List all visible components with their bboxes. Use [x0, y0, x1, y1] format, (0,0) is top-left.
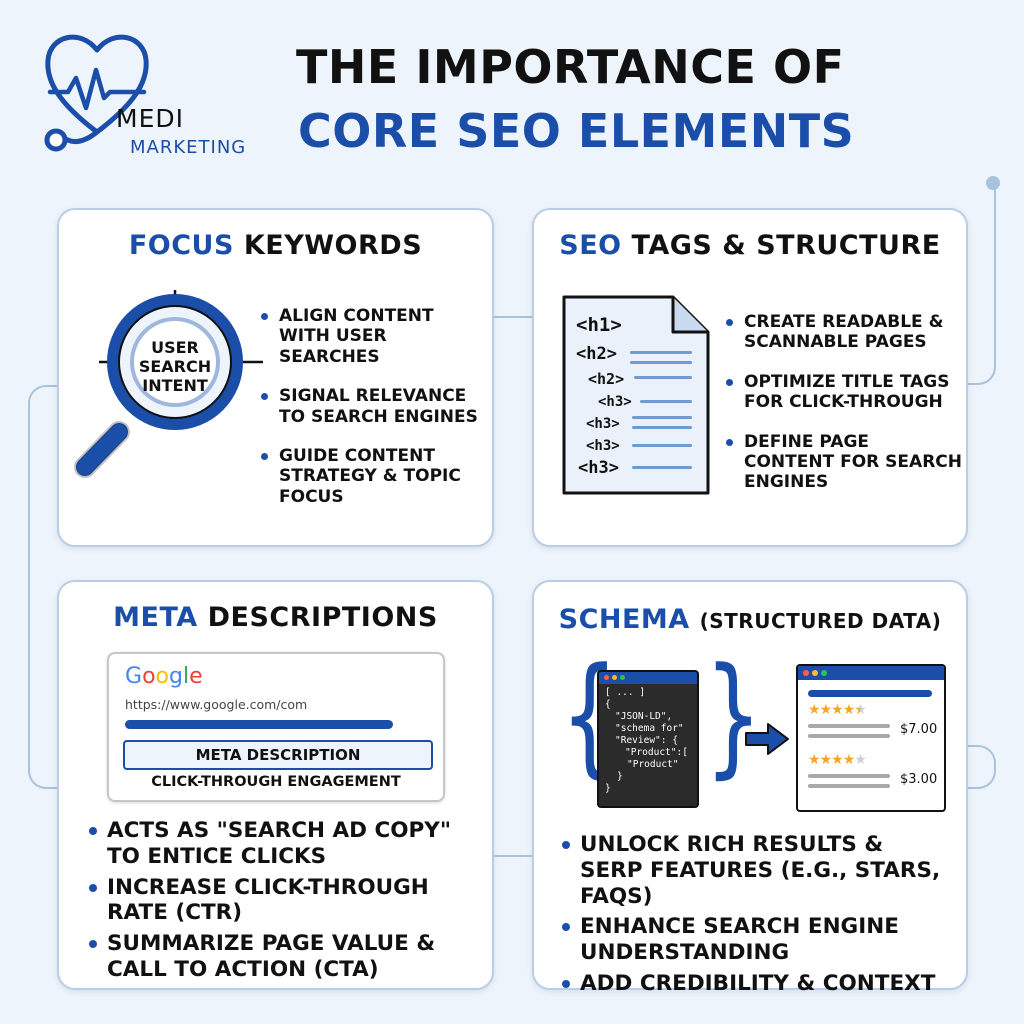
heart-stethoscope-logo-icon — [44, 34, 149, 152]
focus-bullet-list: ALIGN CONTENT WITH USER SEARCHES SIGNAL … — [259, 306, 489, 526]
star-icon: ★ — [854, 702, 867, 718]
star-icon: ★ — [819, 702, 833, 718]
window-dot-icon — [803, 670, 809, 676]
list-item: SUMMARIZE PAGE VALUE & CALL TO ACTION (C… — [87, 931, 467, 983]
window-dot-icon — [604, 675, 609, 680]
window-dot-icon — [821, 670, 827, 676]
text-line — [632, 444, 692, 447]
result-title-bar — [125, 720, 393, 729]
result-url: https://www.google.com/com — [125, 697, 308, 712]
text-line — [808, 774, 890, 778]
meta-bullet-list: ACTS AS "SEARCH AD COPY" TO ENTICE CLICK… — [87, 818, 467, 988]
brand-subname: MARKETING — [130, 137, 247, 158]
list-item: DEFINE PAGE CONTENT FOR SEARCH ENGINES — [724, 432, 964, 493]
connector-dot — [986, 176, 1000, 190]
schema-card: SCHEMA (STRUCTURED DATA) { } [ ... ] { "… — [532, 580, 968, 996]
star-icon: ★ — [808, 752, 821, 768]
window-titlebar — [798, 666, 944, 680]
list-item: ALIGN CONTENT WITH USER SEARCHES — [259, 306, 489, 367]
code-block: [ ... ] { "JSON-LD", "schema for" "Revie… — [605, 687, 688, 794]
list-item: OPTIMIZE TITLE TAGS FOR CLICK-THROUGH — [724, 372, 964, 413]
star-icon: ★ — [842, 702, 856, 718]
engagement-label: CLICK-THROUGH ENGAGEMENT — [151, 774, 401, 790]
card-title: SEO TAGS & STRUCTURE — [559, 230, 941, 261]
star-icon: ★ — [808, 702, 821, 718]
text-line — [808, 784, 890, 788]
google-logo: Google — [125, 664, 203, 689]
text-line — [640, 400, 692, 403]
card-title: META DESCRIPTIONS — [113, 602, 438, 633]
connector-line — [492, 316, 532, 318]
connector-line — [964, 188, 996, 385]
heading-tag: <h3> — [586, 416, 620, 432]
connector-line — [964, 745, 996, 789]
window-titlebar — [599, 672, 697, 684]
star-rating: ★★★★★ — [808, 702, 867, 718]
rich-result-window: ★★★★★ $7.00 ★★★★★ $3.00 — [796, 664, 946, 812]
list-item: ADD CREDIBILITY & CONTEXT — [560, 971, 950, 997]
star-rating: ★★★★★ — [808, 752, 867, 768]
window-dot-icon — [620, 675, 625, 680]
magnifier-crosshair-icon — [74, 290, 263, 478]
text-line — [632, 426, 692, 429]
result-title-bar — [808, 690, 932, 697]
meta-descriptions-card: META DESCRIPTIONS Google https://www.goo… — [57, 580, 494, 990]
star-icon: ★ — [819, 752, 833, 768]
star-icon: ★ — [842, 752, 856, 768]
tags-bullet-list: CREATE READABLE & SCANNABLE PAGES OPTIMI… — [724, 312, 964, 512]
text-line — [808, 734, 890, 738]
search-result-preview: Google https://www.google.com/com META D… — [107, 652, 445, 802]
list-item: ACTS AS "SEARCH AD COPY" TO ENTICE CLICK… — [87, 818, 467, 870]
window-dot-icon — [812, 670, 818, 676]
heading-tag: <h3> — [598, 394, 632, 410]
code-window: [ ... ] { "JSON-LD", "schema for" "Revie… — [597, 670, 699, 808]
window-dot-icon — [612, 675, 617, 680]
list-item: SIGNAL RELEVANCE TO SEARCH ENGINES — [259, 386, 489, 427]
list-item: INCREASE CLICK-THROUGH RATE (CTR) — [87, 875, 467, 927]
card-title: FOCUS KEYWORDS — [128, 230, 423, 261]
heading-tag: <h2> — [576, 344, 617, 364]
price-label: $3.00 — [900, 772, 938, 787]
seo-tags-card: SEO TAGS & STRUCTURE <h1> <h2> <h2> <h3>… — [532, 208, 968, 547]
star-icon: ★ — [831, 702, 844, 718]
text-line — [630, 351, 692, 354]
connector-line — [28, 385, 60, 789]
text-line — [632, 466, 692, 469]
list-item: GUIDE CONTENT STRATEGY & TOPIC FOCUS — [259, 446, 489, 507]
list-item: CREATE READABLE & SCANNABLE PAGES — [724, 312, 964, 353]
list-item: ENHANCE SEARCH ENGINE UNDERSTANDING — [560, 914, 950, 966]
card-title: SCHEMA (STRUCTURED DATA) — [558, 604, 942, 635]
text-line — [808, 724, 890, 728]
text-line — [634, 376, 692, 379]
page-title-line2: CORE SEO ELEMENTS — [298, 104, 855, 158]
page-title-line1: THE IMPORTANCE OF — [296, 40, 845, 94]
heading-tag: <h3> — [578, 458, 619, 478]
connector-line — [492, 855, 532, 857]
schema-bullet-list: UNLOCK RICH RESULTS & SERP FEATURES (E.G… — [560, 832, 950, 1002]
focus-keywords-card: FOCUS KEYWORDS USER SEARCH INTENT ALIGN … — [57, 208, 494, 547]
heading-tag: <h1> — [576, 314, 622, 336]
star-icon: ★ — [854, 752, 867, 768]
text-line — [632, 416, 692, 419]
heading-tag: <h2> — [588, 370, 625, 388]
price-label: $7.00 — [900, 722, 938, 737]
star-icon: ★ — [831, 752, 844, 768]
heading-tag: <h3> — [586, 438, 620, 454]
list-item: UNLOCK RICH RESULTS & SERP FEATURES (E.G… — [560, 832, 950, 909]
lens-label: USER SEARCH INTENT — [138, 338, 212, 396]
right-brace-icon: } — [704, 639, 763, 791]
text-line — [630, 361, 692, 364]
brand-name: MEDI — [116, 104, 184, 133]
arrow-right-icon — [745, 723, 789, 755]
meta-description-box: META DESCRIPTION — [123, 740, 433, 770]
